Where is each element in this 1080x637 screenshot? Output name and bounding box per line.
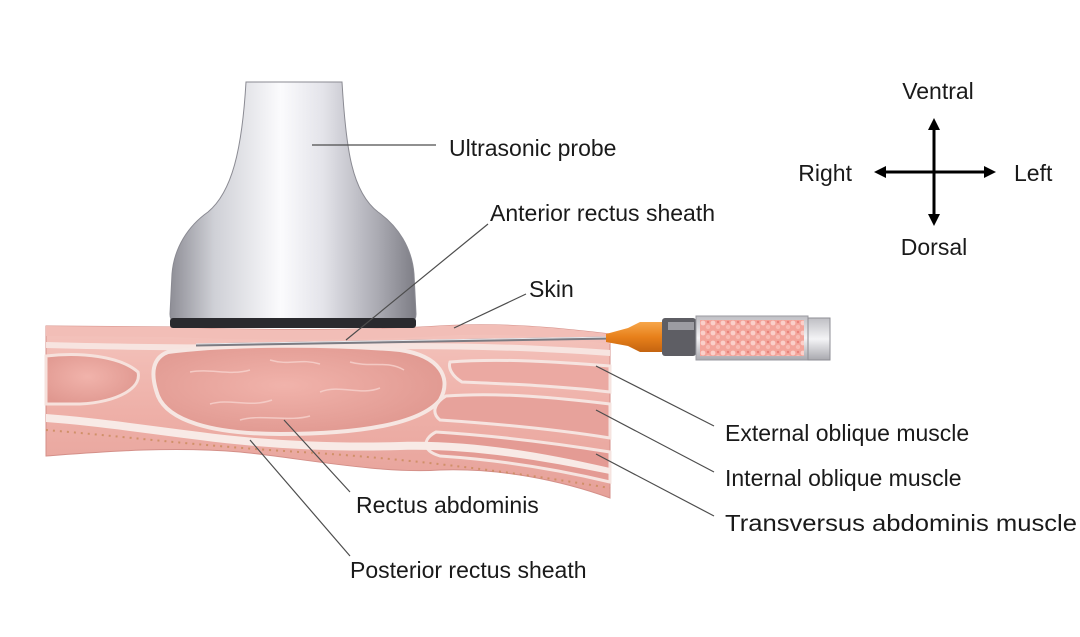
label-internal-oblique: Internal oblique muscle [725,465,962,491]
orientation-compass: Ventral Dorsal Right Left [798,78,1053,260]
needle-highlight [195,336,613,345]
leader-internal-oblique [595,409,715,473]
arrow-left-icon [874,166,886,178]
external-oblique-layer [448,358,612,394]
leader-lines [249,144,715,557]
leader-skin [453,293,527,329]
label-posterior-rectus-sheath: Posterior rectus sheath [350,557,587,583]
structure-labels: Ultrasonic probe Anterior rectus sheath … [350,135,1077,583]
syringe-plunger [807,317,831,361]
skin-layer [46,324,610,344]
arrow-right-icon [984,166,996,178]
internal-oblique-layer [433,393,612,440]
probe-foot [170,318,416,328]
needle-syringe [195,315,831,361]
left-muscle-segment [44,353,140,406]
rectus-abdominis-muscle [151,343,447,437]
orientation-right: Right [798,160,852,186]
syringe-fluid [700,320,804,356]
arrow-up-icon [928,118,940,130]
orientation-ventral: Ventral [902,78,974,104]
label-anterior-rectus-sheath: Anterior rectus sheath [490,200,715,226]
needle-hub [606,322,662,352]
orientation-left: Left [1014,160,1053,186]
label-transversus-abdominis: Transversus abdominis muscle [725,510,1077,536]
needle-shaft [195,336,613,347]
label-skin: Skin [529,276,574,302]
leader-anterior-rectus-sheath [345,223,489,341]
probe-body [169,81,417,327]
syringe-collar-ring [668,322,694,330]
orientation-dorsal: Dorsal [901,234,967,260]
label-external-oblique: External oblique muscle [725,420,969,446]
ultrasonic-probe-graphic [169,81,417,328]
deep-fascia-dotted [45,429,611,489]
arrow-down-icon [928,214,940,226]
leader-external-oblique [595,365,715,427]
leader-transversus-abdominis [595,453,715,517]
label-ultrasonic-probe: Ultrasonic probe [449,135,616,161]
posterior-rectus-sheath-layer [46,414,610,474]
rectus-texture [189,359,405,421]
leader-rectus-abdominis [283,419,351,493]
leader-posterior-rectus-sheath [249,439,351,557]
label-rectus-abdominis: Rectus abdominis [356,492,539,518]
abdominal-wall [44,324,612,499]
